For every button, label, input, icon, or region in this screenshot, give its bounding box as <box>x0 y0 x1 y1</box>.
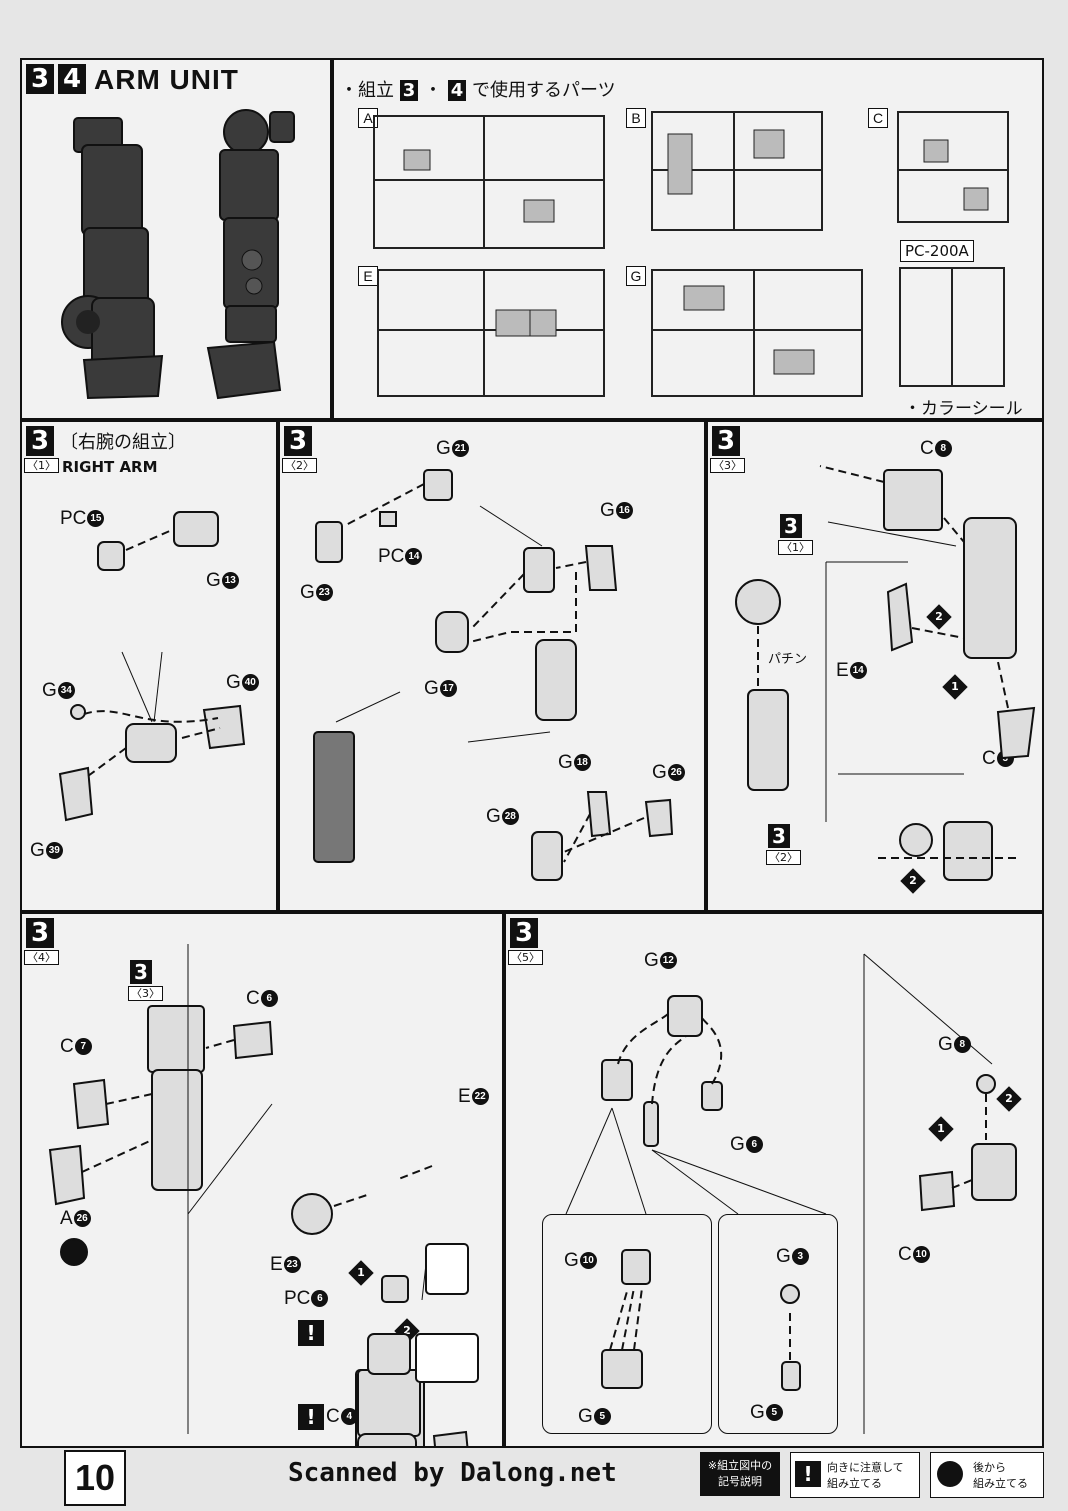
detail-box-right <box>718 1214 838 1434</box>
assemble-later-icon <box>60 1238 88 1266</box>
substep-label: 〈5〉 <box>508 950 543 965</box>
step-title-jp: 〔右腕の組立〕 <box>60 432 186 453</box>
parts-intro: ・組立 3 ・ 4 で使用するパーツ <box>340 76 616 102</box>
substep-label: 〈1〉 <box>24 458 59 473</box>
step-number-b: 4 <box>58 64 86 94</box>
step-3-2-drawing <box>313 469 674 881</box>
step-number: 3 <box>284 426 312 456</box>
legend-warn: ! 向きに注意して 組み立てる <box>790 1452 920 1498</box>
step-number-a: 3 <box>26 64 54 94</box>
parts-intro-step-a: 3 <box>399 80 419 101</box>
symbol-legend: ※組立図中の 記号説明 ! 向きに注意して 組み立てる 後から 組み立てる <box>700 1452 1044 1498</box>
sticker-label: ・カラーシール <box>904 399 1023 419</box>
step-3-4-drawing <box>48 944 479 1446</box>
step-number: 3 <box>26 426 54 456</box>
substep-label: 〈2〉 <box>282 458 317 473</box>
parts-intro-step-b: 4 <box>447 80 467 101</box>
substep-label: 〈3〉 <box>710 458 745 473</box>
substep-label: 〈4〉 <box>24 950 59 965</box>
legend-after: 後から 組み立てる <box>930 1452 1044 1498</box>
legend-after-line1: 後から <box>973 1461 1006 1474</box>
ref-step-number: 3 <box>768 824 790 848</box>
orientation-warning-icon: ! <box>298 1404 324 1430</box>
parts-panel: ・組立 3 ・ 4 で使用するパーツ A B C E G PC-200A ・カラ… <box>332 58 1044 420</box>
legend-title-line1: ※組立図中の <box>707 1459 773 1472</box>
ref-substep-label: 〈2〉 <box>766 850 801 865</box>
section-title: ARM UNIT <box>94 64 239 95</box>
legend-title-line2: 記号説明 <box>718 1475 762 1488</box>
parts-intro-sep: ・ <box>424 80 442 101</box>
arm-unit-panel: 3 4 ARM UNIT <box>20 58 332 420</box>
assemble-later-icon <box>937 1461 963 1487</box>
orientation-warning-icon: ! <box>795 1461 821 1487</box>
page-number: 10 <box>64 1450 126 1506</box>
legend-warn-line1: 向きに注意して <box>827 1461 904 1474</box>
runner-drawings <box>373 111 1009 397</box>
pc-runner-label: PC-200A <box>900 240 974 262</box>
legend-after-line2: 組み立てる <box>973 1477 1028 1490</box>
legend-title: ※組立図中の 記号説明 <box>700 1452 780 1496</box>
step-number: 3 <box>26 918 54 948</box>
parts-intro-prefix: ・組立 <box>340 80 394 101</box>
step-number: 3 <box>712 426 740 456</box>
runner-label-b: B <box>626 108 646 128</box>
runner-label-c: C <box>868 108 888 128</box>
step-3-3-drawing <box>735 465 1036 881</box>
ref-step-number: 3 <box>130 960 152 984</box>
snap-label: パチン <box>768 652 808 667</box>
step-3-5-drawing <box>565 953 1017 1434</box>
parts-intro-suffix: で使用するパーツ <box>472 80 616 101</box>
orientation-warning-icon: ! <box>298 1320 324 1346</box>
scan-credit: Scanned by Dalong.net <box>288 1458 617 1488</box>
legend-warn-line2: 組み立てる <box>827 1477 882 1490</box>
step-title-en: RIGHT ARM <box>62 458 158 476</box>
detail-box-left <box>542 1214 712 1434</box>
ref-substep-label: 〈1〉 <box>778 540 813 555</box>
ref-step-number: 3 <box>780 514 802 538</box>
step-number: 3 <box>510 918 538 948</box>
runner-label-g: G <box>626 266 646 286</box>
arm-unit-illustration <box>61 109 295 400</box>
step-3-1-drawing <box>58 511 246 822</box>
ref-substep-label: 〈3〉 <box>128 986 163 1001</box>
